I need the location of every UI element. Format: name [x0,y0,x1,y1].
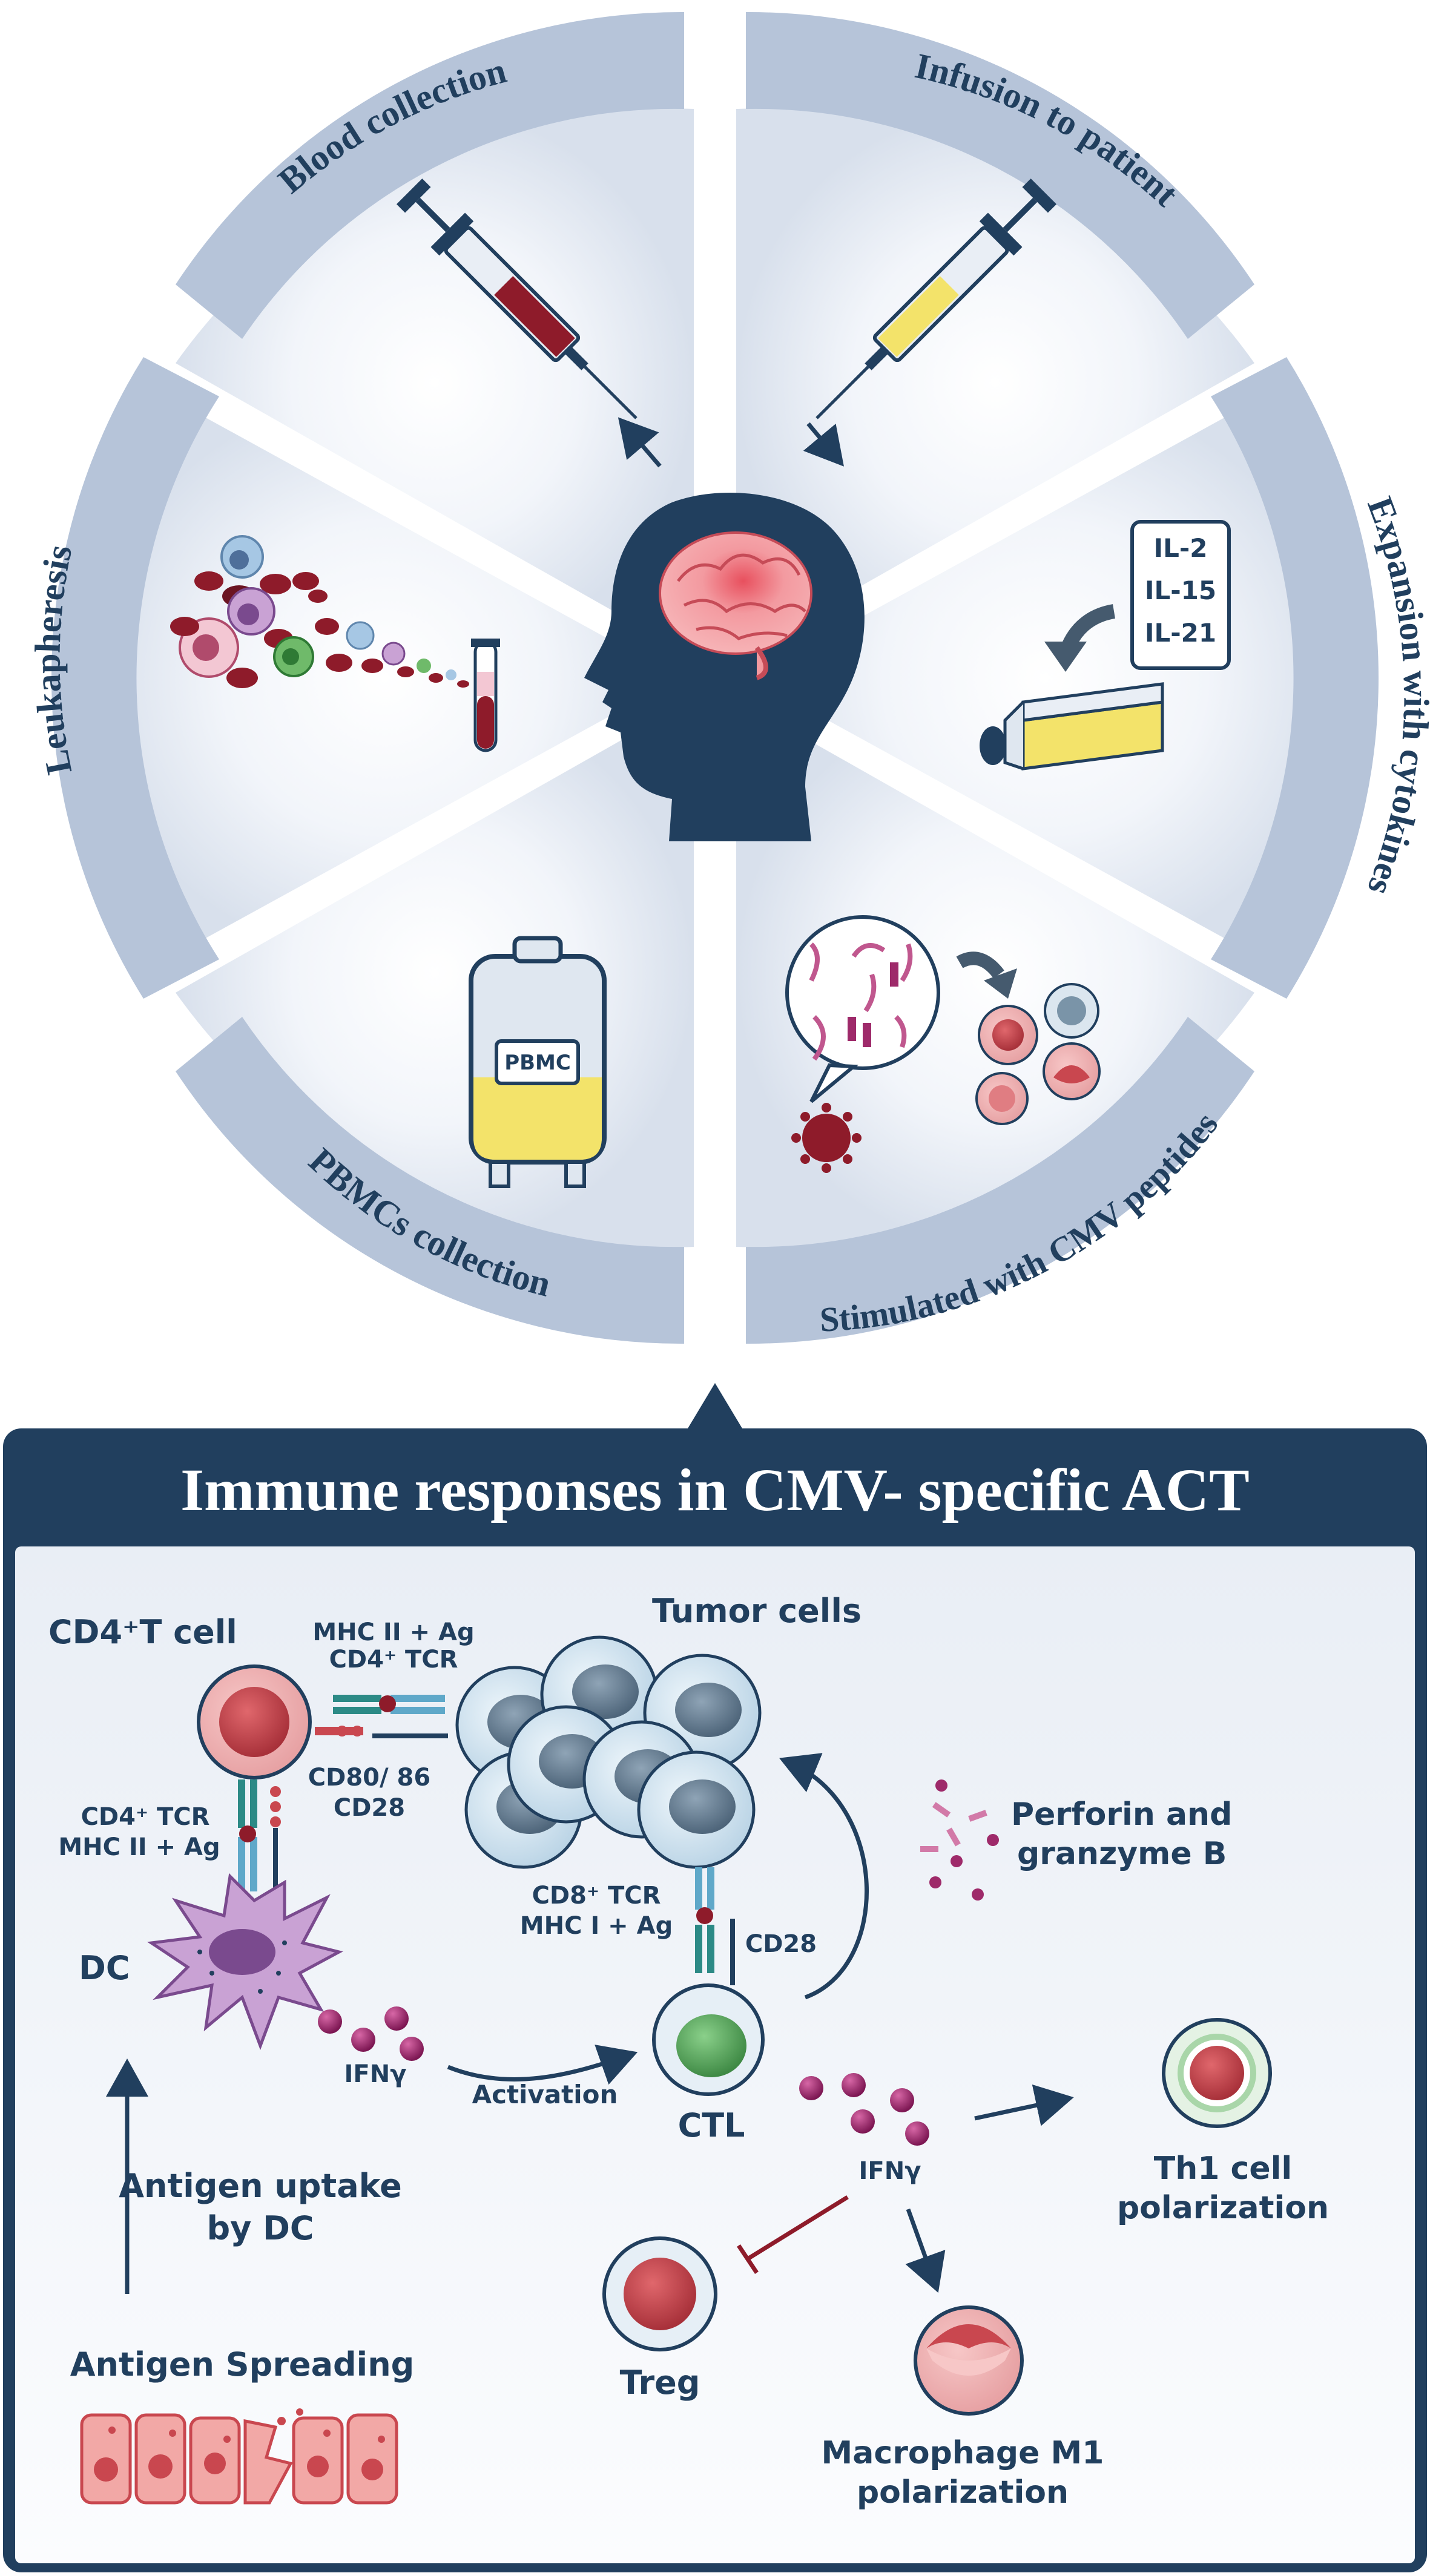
cytokine-il2: IL-2 [1153,533,1207,563]
blood-tube-icon [471,639,500,752]
tissue-cells-icon [80,2408,398,2505]
tumor-ctl-receptors [695,1867,735,1985]
label-cd4-t-cell: CD4⁺T cell [48,1613,237,1651]
tumor-cells-cluster [455,1635,762,1869]
wheel-segment-blood-collection [176,12,694,657]
label-macrophage-1: Macrophage M1 [822,2435,1104,2471]
curved-arrow-2-icon [956,951,1004,979]
cytokines-box: IL-2 IL-15 IL-21 [1130,520,1231,670]
cd4-t-cell [197,1664,312,1779]
infusion-syringe-icon [815,178,1057,419]
cd4-dc-receptors [238,1779,281,1891]
stimulated-cells-icon [975,983,1101,1125]
th1-cell [1162,2018,1272,2128]
label-cd8-tcr: CD8⁺ TCR [532,1882,661,1910]
label-tumor-cells: Tumor cells [652,1592,862,1630]
cytokine-il15: IL-15 [1145,576,1216,605]
treg-cell [602,2236,717,2351]
perforin-granzyme-molecules [920,1779,999,1901]
pbmc-label: PBMC [504,1051,571,1075]
macrophage-cell [914,2305,1024,2416]
label-mhc2-ag-top: MHC II + Ag [312,1618,474,1646]
label-ifng-dc: IFNγ [344,2060,407,2088]
brain-icon [659,531,812,680]
ifng-ctl-molecules [799,2073,929,2146]
label-perforin-2: granzyme B [1017,1836,1227,1872]
label-mhc2-ag-left: MHC II + Ag [58,1833,220,1861]
label-cd4-tcr-left: CD4⁺ TCR [81,1803,210,1831]
label-antigen-uptake-2: by DC [206,2209,314,2247]
arrow-ctl-to-tumor [779,1753,869,2000]
label-treg: Treg [620,2364,700,2402]
label-cd4-tcr-top: CD4⁺ TCR [329,1646,458,1674]
arrow-activation [447,2045,638,2085]
label-th1-1: Th1 cell [1154,2150,1293,2187]
pbmc-bag-icon: PBMC [469,936,607,1188]
wheel-segment-infusion [736,12,1254,657]
label-macrophage-2: polarization [857,2474,1069,2511]
label-cd28-left: CD28 [334,1794,405,1822]
label-dc: DC [79,1949,130,1987]
panel-title: Immune responses in CMV- specific ACT [180,1456,1250,1523]
label-mhc1-ag: MHC I + Ag [520,1912,673,1940]
label-antigen-uptake-1: Antigen uptake [119,2167,402,2205]
label-ctl: CTL [678,2106,745,2144]
blood-syringe-icon [396,178,638,419]
label-cd80-86: CD80/ 86 [308,1764,430,1792]
culture-flask-icon [980,682,1164,770]
ctl-cell [652,1983,765,2096]
arrow-to-blood-collection [618,417,662,468]
cytokine-il21: IL-21 [1145,618,1216,648]
immune-responses-panel: Immune responses in CMV- specific ACT CD… [3,1383,1427,2572]
arrow-to-macrophage [905,2208,946,2293]
inhibition-treg [737,2195,849,2274]
peptide-bubble-icon [785,915,940,1103]
cd4-tumor-receptors [315,1695,448,1738]
panel-pointer [684,1383,746,1434]
label-antigen-spreading: Antigen Spreading [70,2345,415,2384]
label-th1-2: polarization [1117,2190,1329,2226]
process-wheel: Blood collection Infusion to patient Exp… [28,12,1430,1344]
label-perforin-1: Perforin and [1011,1796,1232,1833]
label-cd28-ctl: CD28 [745,1930,817,1958]
arrow-to-th1 [974,2084,1074,2126]
label-ifng-ctl: IFNγ [859,2157,921,2185]
blood-cells-cluster-icon [170,535,469,688]
ifng-dc-molecules [318,2006,424,2061]
label-activation: Activation [472,2080,618,2109]
cmv-virus-icon [791,1103,862,1173]
arrow-from-infusion [803,422,844,467]
dendritic-cell [147,1873,343,2051]
patient-head-icon [584,493,865,841]
